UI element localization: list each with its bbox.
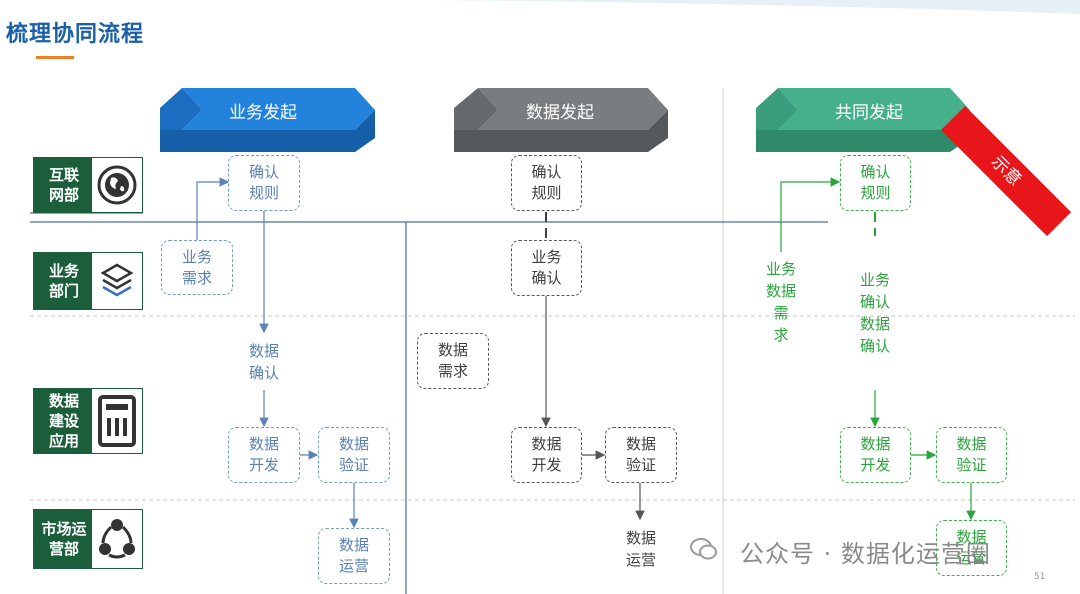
node-label: 确认: [531, 163, 562, 181]
node-label: 确认: [531, 269, 562, 287]
globe-icon: [91, 157, 143, 213]
title-underline: [36, 56, 74, 59]
node-label: 确认: [860, 163, 891, 181]
dept-label: 数据: [48, 392, 79, 410]
dept-label: 建设: [48, 412, 79, 430]
node-label: 数据: [956, 528, 987, 546]
node-label: 数据: [338, 435, 369, 453]
dept-label: 业务: [48, 262, 79, 280]
node-label: 运营: [625, 551, 656, 569]
biz-confirm-rules-box: 确认规则: [228, 155, 300, 211]
data-verify-box: 数据验证: [605, 427, 677, 483]
node-label: 业务: [181, 247, 212, 266]
joint-data-dev-box: 数据开发: [840, 427, 911, 483]
header-decoration: [430, 0, 1080, 14]
dept-label: 互联: [48, 166, 79, 184]
dept-label: 网部: [48, 186, 79, 204]
node-label: 规则: [531, 184, 562, 202]
header-data: 数据发起: [526, 103, 594, 123]
node-label: 开发: [531, 456, 562, 474]
data-confirm-rules-box: 确认规则: [511, 155, 582, 211]
node-label: 业务: [531, 248, 562, 266]
node-label: 数据: [625, 529, 656, 547]
node-label: 数据: [765, 282, 796, 300]
data-ops-text: 数据运营: [611, 527, 671, 571]
node-label: 数据: [531, 435, 562, 453]
node-label: 运营: [956, 549, 987, 567]
network-icon: [91, 509, 143, 569]
biz-data-confirm-text: 数据确认: [234, 340, 294, 384]
joint-biz-data-demand-text: 业务数据需求: [751, 258, 811, 346]
dept-label: 营部: [48, 540, 79, 558]
arrow-biz-data-demand-to-rules: [780, 177, 841, 252]
watermark-text: 公众号 · 数据化运营圈: [740, 540, 991, 568]
header-joint-banner: [756, 88, 970, 152]
layers-icon: [91, 252, 143, 310]
node-label: 数据: [860, 435, 891, 453]
calculator-icon: [91, 388, 143, 454]
node-label: 确认: [859, 337, 890, 355]
node-label: 验证: [956, 456, 987, 474]
joint-data-ops-box: 数据运营: [936, 520, 1007, 576]
node-label: 数据: [248, 342, 279, 360]
data-biz-confirm-box: 业务确认: [511, 240, 582, 296]
biz-demand-box: 业务需求: [161, 240, 233, 295]
biz-data-dev-box: 数据开发: [228, 427, 300, 483]
node-label: 开发: [860, 456, 891, 474]
dept-label: 部门: [48, 282, 79, 300]
joint-data-verify-box: 数据验证: [936, 427, 1007, 483]
header-business: 业务发起: [229, 103, 297, 123]
header-business-banner: [160, 88, 375, 152]
node-label: 数据: [338, 536, 369, 554]
biz-data-verify-box: 数据验证: [318, 427, 390, 483]
wechat-icon: [690, 538, 717, 560]
dept-internet: 互联网部: [33, 157, 143, 213]
node-label: 规则: [248, 184, 279, 202]
page-title: 梳理协同流程: [6, 22, 145, 47]
node-label: 验证: [625, 456, 656, 474]
dept-business: 业务部门: [33, 252, 143, 310]
dept-data-build: 数据建设应用: [33, 388, 143, 454]
node-label: 需求: [181, 268, 212, 287]
node-label: 需求: [437, 362, 468, 380]
node-label: 数据: [859, 315, 890, 333]
node-label: 需: [773, 304, 789, 322]
data-demand-box: 数据需求: [417, 333, 489, 389]
joint-biz-data-confirm-text: 业务确认数据确认: [845, 269, 905, 357]
node-label: 确认: [248, 364, 279, 382]
node-label: 运营: [338, 557, 369, 575]
node-label: 数据: [248, 435, 279, 453]
header-joint: 共同发起: [835, 103, 903, 123]
data-dev-box: 数据开发: [511, 427, 582, 483]
node-label: 规则: [860, 184, 891, 202]
dept-marketing: 市场运营部: [33, 509, 143, 569]
node-label: 确认: [248, 163, 279, 181]
node-label: 开发: [248, 456, 279, 474]
node-label: 业务: [859, 271, 890, 289]
node-label: 数据: [956, 435, 987, 453]
page-number: 51: [1034, 572, 1046, 582]
header-data-banner: [454, 88, 668, 152]
node-label: 确认: [859, 293, 890, 311]
node-label: 业务: [765, 260, 796, 278]
node-label: 验证: [338, 456, 369, 474]
joint-confirm-rules-box: 确认规则: [840, 155, 911, 211]
node-label: 求: [773, 326, 789, 344]
dept-label: 应用: [48, 432, 79, 450]
dept-label: 市场运: [41, 520, 87, 538]
node-label: 数据: [625, 435, 656, 453]
arrow-biz-demand-to-rules: [196, 177, 230, 240]
biz-data-ops-box: 数据运营: [318, 528, 390, 584]
node-label: 数据: [437, 341, 468, 359]
